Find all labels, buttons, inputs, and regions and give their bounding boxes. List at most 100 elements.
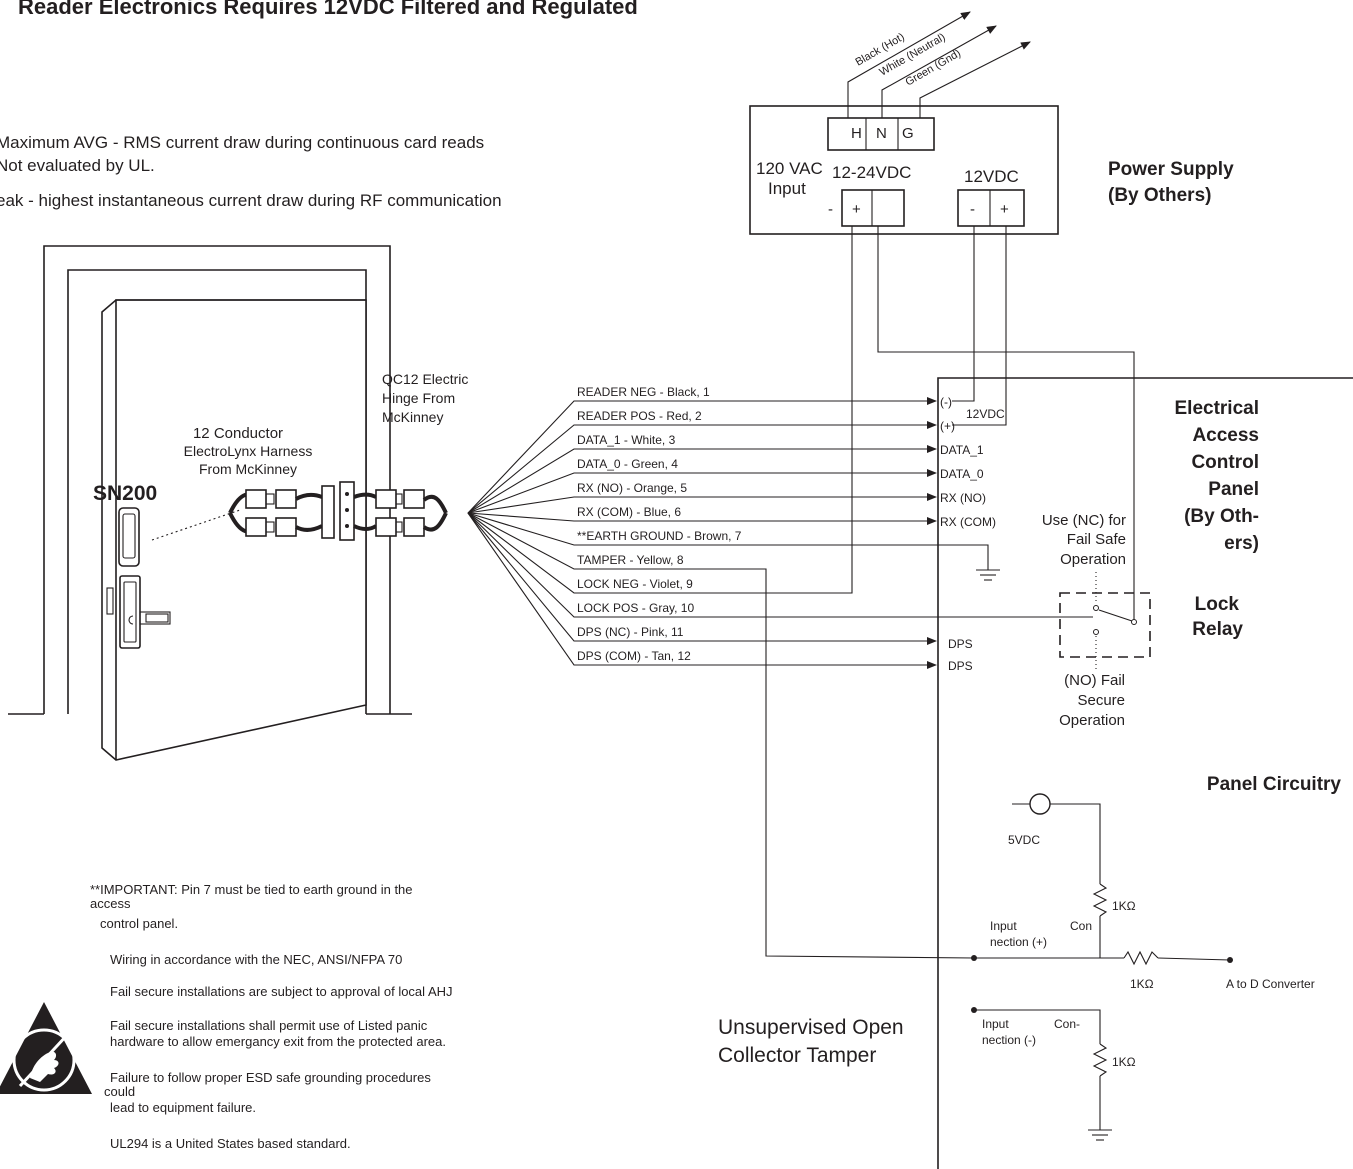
note-3: Fail secure installations are subject to… — [110, 984, 453, 999]
input-minus-1: Input — [982, 1017, 1009, 1031]
term-h: H — [851, 125, 862, 142]
note-1c: control panel. — [100, 916, 178, 931]
wire-fan-out — [467, 400, 740, 666]
note-5: Failure to follow proper ESD safe ground… — [110, 1070, 431, 1085]
wire-2 — [467, 424, 740, 514]
hinge-label-3: McKinney — [382, 409, 443, 425]
term-n: N — [876, 125, 887, 142]
note-4b: hardware to allow emergancy exit from th… — [110, 1034, 446, 1049]
pulldown-circuit — [971, 1007, 1112, 1141]
panel-term-dps-2: DPS — [948, 659, 973, 673]
tamper-title-1: Unsupervised Open — [718, 1016, 904, 1039]
input-plus-2: Con — [1070, 919, 1092, 933]
reader-dotted-link — [151, 509, 241, 541]
wire-label-6: RX (COM) - Blue, 6 — [577, 505, 681, 519]
wire-label-11: DPS (NC) - Pink, 11 — [577, 625, 684, 639]
wire-label-3: DATA_1 - White, 3 — [577, 433, 676, 447]
note-2: Wiring in accordance with the NEC, ANSI/… — [110, 952, 402, 967]
wire-10 — [467, 512, 740, 618]
wire-label-10: LOCK POS - Gray, 10 — [577, 601, 694, 615]
wire-12 — [467, 512, 740, 666]
wire-label-2: READER POS - Red, 2 — [577, 409, 702, 423]
input-minus-2: Con- — [1054, 1017, 1080, 1031]
psu-plus-1: + — [852, 201, 861, 218]
note-4: Fail secure installations shall permit u… — [110, 1018, 428, 1033]
harness-label-3: From McKinney — [199, 461, 297, 477]
term-g: G — [902, 125, 914, 142]
wire-8 — [467, 512, 740, 570]
relay-no-note-3: Operation — [1059, 712, 1125, 729]
door-panel — [101, 299, 367, 761]
panel-term-dps-1: DPS — [948, 637, 973, 651]
relay-title-1: Lock — [1195, 594, 1240, 615]
supply-5vdc: 5VDC — [1008, 833, 1040, 847]
psu-title-2: (By Others) — [1108, 185, 1211, 206]
note-6: UL294 is a United States based standard. — [110, 1136, 351, 1151]
wire-label-4: DATA_0 - Green, 4 — [577, 457, 678, 471]
psu-minus-2: - — [970, 201, 975, 218]
lock-relay-symbol — [1059, 572, 1151, 670]
relay-no-note-1: (NO) Fail — [1064, 672, 1125, 689]
note-1: **IMPORTANT: Pin 7 must be tied to earth… — [90, 882, 413, 897]
wire-label-9: LOCK NEG - Violet, 9 — [577, 577, 693, 591]
tamper-title-2: Collector Tamper — [718, 1044, 876, 1067]
wire-5 — [467, 496, 740, 514]
relay-title-2: Relay — [1192, 619, 1243, 640]
note-peak-current: eak - highest instantaneous current draw… — [0, 191, 502, 210]
control-panel-outline — [937, 377, 1353, 1169]
wire-label-1: READER NEG - Black, 1 — [577, 385, 710, 399]
pullup-circuit — [971, 793, 1233, 966]
wire-1 — [467, 400, 740, 514]
psu-input-2: Input — [768, 179, 806, 198]
ac-input-leads — [847, 11, 1031, 118]
relay-nc-note-3: Operation — [1060, 551, 1126, 568]
lock-hardware — [119, 575, 171, 649]
note-1b: access — [90, 896, 131, 911]
panel-title-2: Access — [1192, 425, 1259, 446]
wire-label-5: RX (NO) - Orange, 5 — [577, 481, 687, 495]
resistor-1-value: 1KΩ — [1112, 899, 1136, 913]
wire-7 — [467, 512, 740, 546]
note-not-ul: Not evaluated by UL. — [0, 156, 155, 175]
panel-term-pos: (+) — [940, 419, 955, 433]
hinge-label-2: Hinge From — [382, 390, 455, 406]
install-notes: **IMPORTANT: Pin 7 must be tied to earth… — [90, 882, 453, 1151]
panel-term-data0: DATA_0 — [940, 467, 984, 481]
panel-title-6: ers) — [1224, 533, 1259, 554]
input-minus-3: nection (-) — [982, 1033, 1036, 1047]
wire-3 — [467, 448, 740, 514]
circuitry-title: Panel Circuitry — [1207, 774, 1342, 795]
panel-term-rxno: RX (NO) — [940, 491, 986, 505]
psu-plus-2: + — [1000, 201, 1009, 218]
resistor-3-value: 1KΩ — [1112, 1055, 1136, 1069]
panel-term-data1: DATA_1 — [940, 443, 984, 457]
wire-label-12: DPS (COM) - Tan, 12 — [577, 649, 691, 663]
wire-routes — [740, 226, 1135, 959]
card-reader — [118, 507, 140, 567]
relay-nc-note-1: Use (NC) for — [1042, 512, 1126, 529]
harness-connectors — [228, 481, 448, 541]
wire-6 — [467, 512, 740, 522]
panel-title-3: Control — [1191, 452, 1259, 473]
wire-labels: READER NEG - Black, 1 READER POS - Red, … — [577, 385, 742, 663]
psu-minus-1: - — [828, 201, 833, 218]
esd-warning-icon — [0, 1002, 92, 1094]
wire-label-8: TAMPER - Yellow, 8 — [577, 553, 684, 567]
input-plus-3: nection (+) — [990, 935, 1047, 949]
panel-term-rxcom: RX (COM) — [940, 515, 996, 529]
hinge-label-1: QC12 Electric — [382, 371, 468, 387]
psu-out-2: 12VDC — [964, 167, 1019, 186]
panel-title-5: (By Oth- — [1184, 506, 1259, 527]
harness-label-2: ElectroLynx Harness — [184, 443, 313, 459]
psu-input-1: 120 VAC — [756, 159, 823, 178]
input-plus-1: Input — [990, 919, 1017, 933]
wire-11 — [467, 512, 740, 642]
note-5b: could — [104, 1084, 135, 1099]
panel-title-4: Panel — [1208, 479, 1259, 500]
relay-no-note-2: Secure — [1077, 692, 1125, 709]
note-avg-current: Maximum AVG - RMS current draw during co… — [0, 133, 484, 152]
panel-title-1: Electrical — [1175, 398, 1260, 419]
note-5c: lead to equipment failure. — [110, 1100, 256, 1115]
wire-label-7: **EARTH GROUND - Brown, 7 — [577, 529, 742, 543]
